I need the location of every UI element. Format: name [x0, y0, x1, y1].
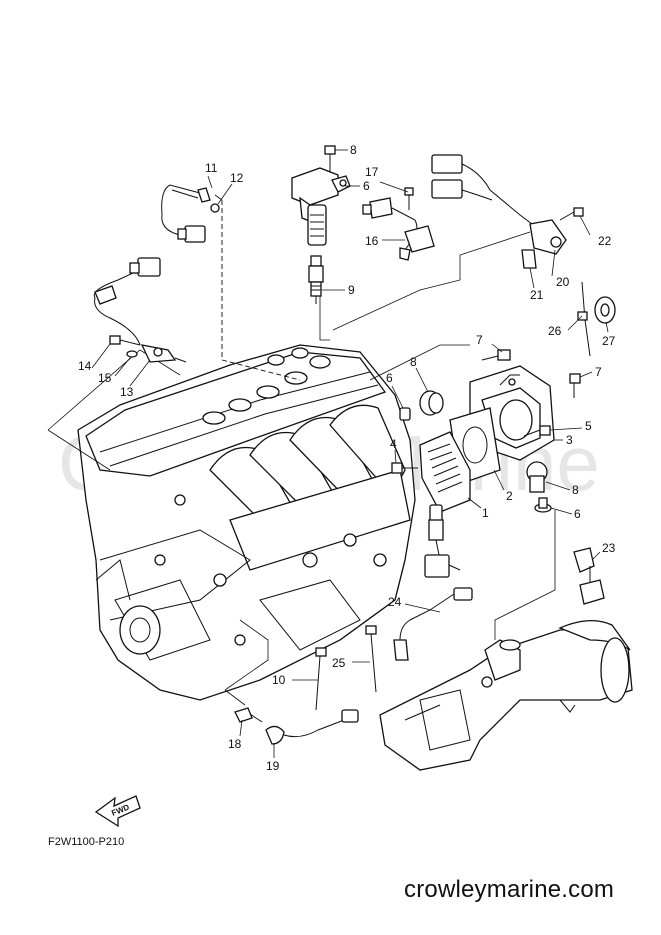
plug-wells [202, 347, 331, 425]
callout-23[interactable]: 21 [530, 288, 544, 302]
sensor-18-bolt[interactable] [404, 187, 414, 210]
callout-15[interactable]: 13 [120, 385, 134, 399]
collar-6-lower[interactable] [534, 497, 552, 513]
ignition-coil[interactable] [291, 167, 351, 246]
sensor-21[interactable] [265, 709, 359, 745]
callout-2[interactable]: 2 [506, 489, 513, 503]
ecu-unit[interactable] [419, 431, 471, 578]
reference-lines [47, 194, 556, 706]
callout-27[interactable]: 25 [332, 656, 346, 670]
callout-3[interactable]: 3 [566, 433, 573, 447]
sensor-20[interactable] [234, 707, 263, 723]
sensor-harness-upper[interactable] [161, 184, 220, 243]
callout-22[interactable]: 20 [556, 275, 570, 289]
intake-manifold [209, 404, 411, 571]
sensor-bolt[interactable] [109, 335, 141, 346]
callout-4[interactable]: 4 [390, 437, 397, 451]
damper-8-upper[interactable] [419, 390, 444, 416]
callout-28[interactable]: 26 [548, 324, 562, 338]
callout-10[interactable]: 8 [350, 143, 357, 157]
collar-6-upper[interactable] [399, 407, 411, 421]
exhaust-pipe[interactable] [379, 620, 633, 771]
cable-tie-27[interactable] [365, 625, 377, 693]
forward-arrow-icon: FWD [94, 795, 141, 828]
harness-bolt[interactable] [559, 207, 584, 221]
callout-26[interactable]: 24 [388, 595, 402, 609]
callout-8-upper[interactable]: 8 [410, 355, 417, 369]
callout-20[interactable]: 18 [228, 737, 242, 751]
engine-block[interactable] [77, 344, 416, 701]
connector-25[interactable] [573, 547, 605, 605]
callout-7-right[interactable]: 7 [595, 365, 602, 379]
callout-5[interactable]: 5 [585, 419, 592, 433]
website-label[interactable]: crowleymarine.com [404, 876, 615, 903]
callout-11[interactable]: 9 [348, 283, 355, 297]
callout-18[interactable]: 16 [365, 234, 379, 248]
diagram-code: F2W1100-P210 [48, 836, 125, 848]
sensor-harness-left[interactable] [93, 257, 187, 363]
callout-6-upper[interactable]: 6 [386, 371, 393, 385]
callout-9[interactable]: 6 [363, 179, 370, 193]
sensor-26[interactable] [393, 587, 473, 661]
wire-harness[interactable] [431, 154, 567, 269]
bolt-4[interactable] [391, 462, 418, 474]
callout-7-left[interactable]: 7 [476, 333, 483, 347]
callout-19[interactable]: 17 [365, 165, 379, 179]
callout-25[interactable]: 23 [602, 541, 616, 555]
callout-1[interactable]: 1 [482, 506, 489, 520]
cable-tie-28[interactable] [577, 281, 591, 357]
damper-8-lower[interactable] [526, 461, 548, 493]
callout-21[interactable]: 19 [266, 759, 280, 773]
cable-tie-12[interactable] [315, 647, 327, 711]
callout-14[interactable]: 12 [230, 171, 244, 185]
callout-8-lower[interactable]: 8 [572, 483, 579, 497]
sensor-washer[interactable] [126, 350, 138, 358]
bolt-7-left[interactable] [481, 349, 511, 361]
sensor-18[interactable] [362, 197, 435, 261]
callout-6-lower[interactable]: 6 [574, 507, 581, 521]
callout-24[interactable]: 22 [598, 234, 612, 248]
callout-16[interactable]: 14 [78, 359, 92, 373]
callout-29[interactable]: 27 [602, 334, 616, 348]
callout-13[interactable]: 11 [205, 161, 218, 175]
callout-17[interactable]: 15 [98, 371, 112, 385]
grommet-29[interactable] [594, 296, 616, 324]
callouts: 8 6 9 11 12 14 15 13 17 16 22 20 21 26 2… [78, 143, 616, 773]
callout-12[interactable]: 10 [272, 673, 286, 687]
spark-plug[interactable] [308, 255, 324, 304]
bolt-5[interactable] [523, 425, 551, 437]
coil-bolt[interactable] [324, 145, 336, 172]
bolt-7-right[interactable] [569, 373, 581, 398]
